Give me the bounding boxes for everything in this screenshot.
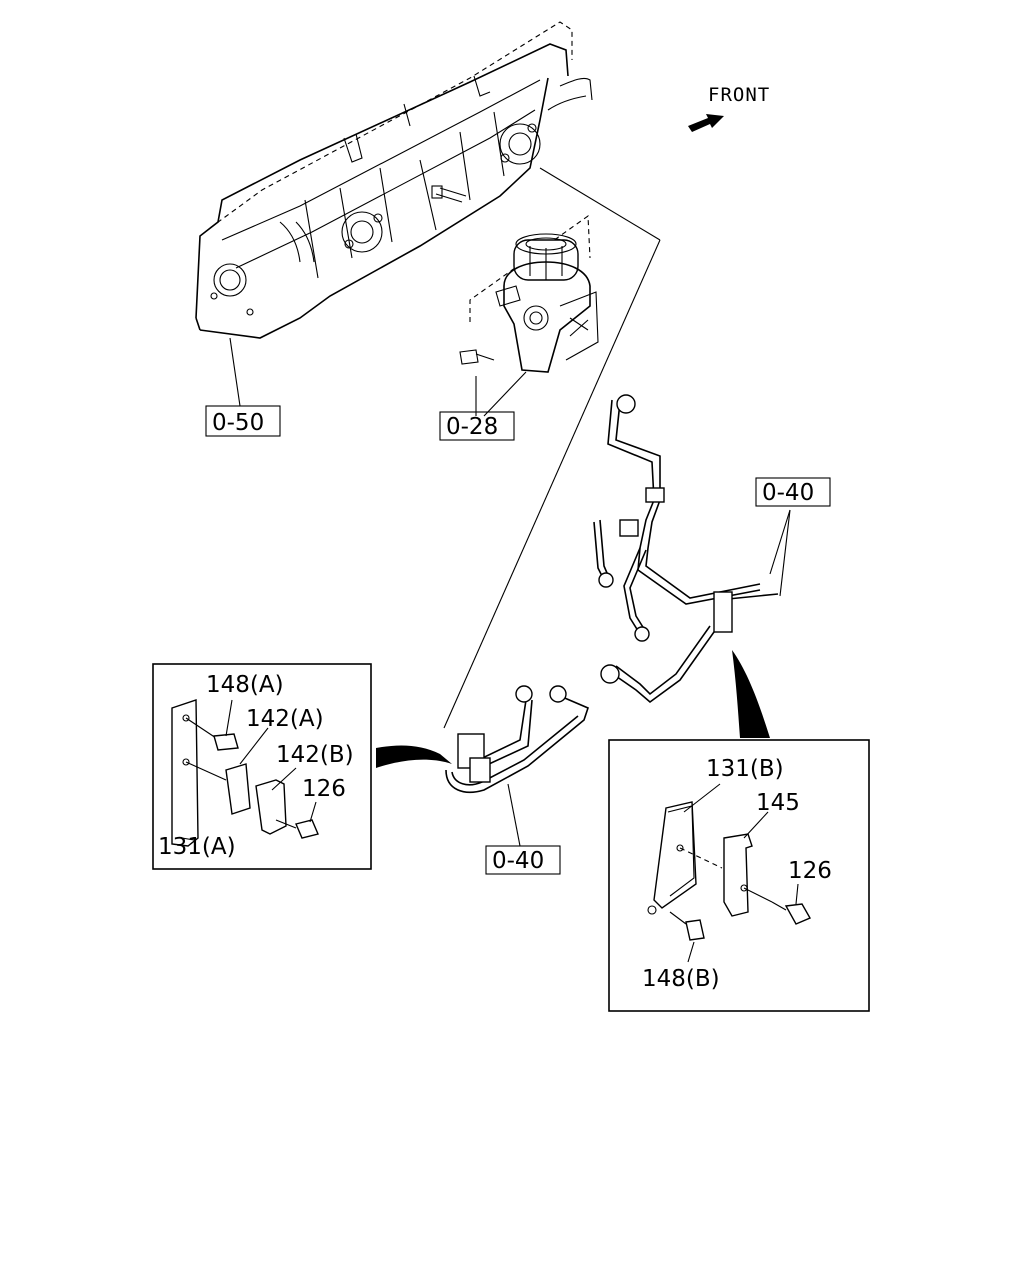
detail-a: 148(A) 142(A) 142(B) 126 131(A) [152, 663, 372, 870]
label-142b: 142(B) [276, 742, 354, 768]
label-131b: 131(B) [706, 756, 784, 782]
ref-box-0-50: 0-50 [205, 405, 281, 437]
pipe-assembly-bottom [445, 685, 589, 847]
detail-b: 131(B) 145 126 148(B) [608, 739, 870, 1012]
pipe-assembly-right [593, 394, 791, 704]
front-indicator: FRONT [688, 84, 770, 132]
ref-0-50-label: 0-50 [212, 410, 264, 436]
label-131a: 131(A) [158, 834, 236, 860]
ref-0-28-label: 0-28 [446, 414, 498, 440]
ref-0-40-right-label: 0-40 [762, 480, 814, 506]
ref-box-0-40-bottom: 0-40 [485, 845, 561, 875]
callout-arrow-icon [732, 650, 770, 738]
label-148b: 148(B) [642, 966, 720, 992]
ref-box-0-40-right: 0-40 [755, 477, 831, 507]
label-126a: 126 [302, 776, 346, 802]
label-148a: 148(A) [206, 672, 284, 698]
callout-arrow-icon [376, 745, 452, 768]
pump-assembly [443, 214, 661, 729]
cover-assembly [195, 21, 661, 407]
front-arrow-icon [688, 114, 724, 132]
front-label: FRONT [708, 84, 770, 106]
ref-0-40-bottom-label: 0-40 [492, 848, 544, 874]
label-145: 145 [756, 790, 800, 816]
ref-box-0-28: 0-28 [439, 411, 515, 441]
label-142a: 142(A) [246, 706, 324, 732]
label-126b: 126 [788, 858, 832, 884]
